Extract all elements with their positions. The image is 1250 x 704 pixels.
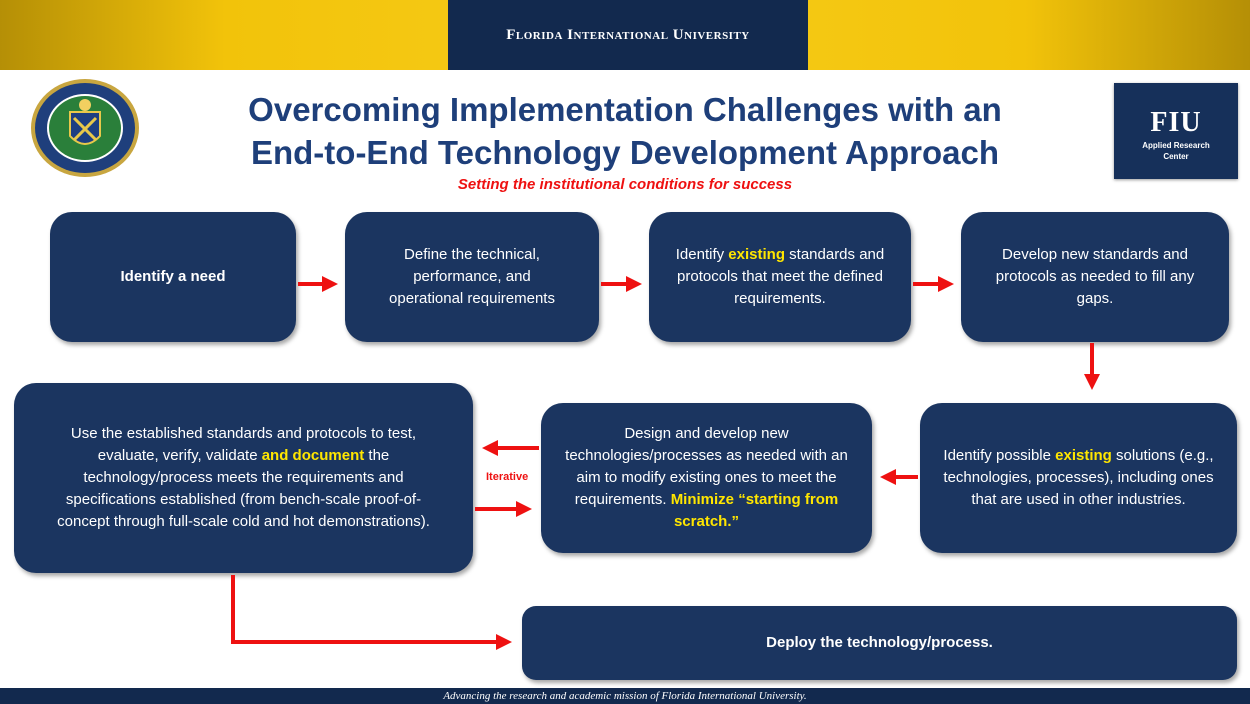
page-title: Overcoming Implementation Challenges wit… (150, 88, 1100, 174)
logo-word: FIU (1150, 107, 1202, 138)
university-banner: Florida International University (448, 0, 808, 70)
step-test-evaluate-label: Use the established standards and protoc… (57, 425, 430, 530)
page-subtitle: Setting the institutional conditions for… (457, 176, 793, 193)
footer-tagline: Advancing the research and academic miss… (0, 688, 1250, 704)
step-deploy-label: Deploy the technology/process. (766, 634, 993, 651)
iterative-label: Iterative (486, 471, 529, 483)
step-develop-standards-label: Develop new standards and protocols as n… (995, 246, 1195, 307)
fiu-arc-logo: FIU Applied Research Center (1114, 83, 1238, 179)
arrow-test-to-deploy (231, 575, 512, 650)
step-identify-standards: Identify existing standards and protocol… (649, 212, 911, 342)
step-identify-solutions: Identify possible existing solutions (e.… (920, 403, 1237, 553)
step-design-develop: Design and develop new technologies/proc… (541, 403, 872, 553)
step-define-requirements-label: Define the technical, performance, and o… (389, 246, 555, 307)
highlight-minimize: Minimize “starting from scratch.” (670, 491, 839, 530)
highlight-existing: existing (728, 246, 785, 263)
step-design-develop-label: Design and develop new technologies/proc… (565, 425, 848, 530)
doe-seal-icon (30, 78, 140, 182)
step-identify-need: Identify a need (50, 212, 296, 342)
step-identify-solutions-label: Identify possible existing solutions (e.… (943, 447, 1214, 508)
university-name: Florida International University (506, 26, 750, 43)
step-define-requirements: Define the technical, performance, and o… (345, 212, 599, 342)
logo-sub-line-1: Applied Research (1142, 141, 1210, 150)
logo-sub-line-2: Center (1163, 152, 1189, 161)
title-line-2: End-to-End Technology Development Approa… (250, 134, 999, 171)
step-identify-need-label: Identify a need (120, 268, 226, 285)
step-identify-standards-label: Identify existing standards and protocol… (675, 246, 885, 307)
step-develop-standards: Develop new standards and protocols as n… (961, 212, 1229, 342)
title-line-1: Overcoming Implementation Challenges wit… (248, 91, 1002, 128)
step-test-evaluate: Use the established standards and protoc… (14, 383, 473, 573)
highlight-and-document: and document (261, 447, 365, 464)
highlight-existing-solutions: existing (1055, 447, 1112, 464)
step-deploy: Deploy the technology/process. (522, 606, 1237, 680)
